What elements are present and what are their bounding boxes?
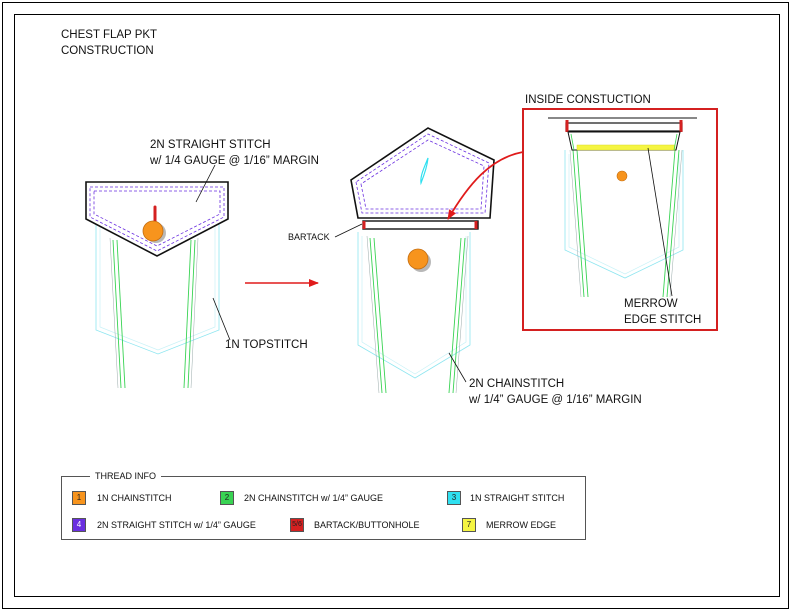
legend-swatch-2: 2 <box>220 491 234 505</box>
legend-title: THREAD INFO <box>90 470 162 482</box>
topstitch-leader <box>212 297 231 341</box>
chainstitch-label-line2: w/ 1/4” GAUGE @ 1/16” MARGIN <box>469 394 642 406</box>
left-pocket <box>85 181 229 389</box>
thread-info-legend: THREAD INFO 1 1N CHAINSTITCH 2 2N CHAINS… <box>61 470 586 540</box>
merrow-label-line1: MERROW <box>624 298 678 310</box>
bartack-label: BARTACK <box>288 232 330 242</box>
straight-stitch-label-line1: 2N STRAIGHT STITCH <box>150 139 271 151</box>
legend-label-4: 2N STRAIGHT STITCH w/ 1/4” GAUGE <box>97 520 256 530</box>
title-line2: CONSTRUCTION <box>61 45 154 57</box>
inside-construction-label: INSIDE CONSTUCTION <box>525 94 651 106</box>
legend-swatch-5: 5/6 <box>290 518 304 532</box>
title-line1: CHEST FLAP PKT <box>61 29 158 41</box>
inside-detail-arrow <box>447 151 524 220</box>
middle-pocket <box>350 127 495 394</box>
inside-construction-box <box>522 108 718 331</box>
inside-pocket <box>548 117 697 298</box>
legend-label-7: MERROW EDGE <box>486 520 557 530</box>
inner-frame <box>14 14 780 597</box>
merrow-leader <box>647 147 673 297</box>
legend-label-3: 1N STRAIGHT STITCH <box>470 493 565 503</box>
legend-label-2: 2N CHAINSTITCH w/ 1/4” GAUGE <box>244 493 384 503</box>
straight-stitch-leader <box>195 164 216 203</box>
merrow-label-line2: EDGE STITCH <box>624 314 702 326</box>
straight-stitch-label-line2: w/ 1/4 GAUGE @ 1/16” MARGIN <box>150 155 319 167</box>
bartack-leader <box>334 223 363 238</box>
chainstitch-leader <box>448 352 467 383</box>
legend-label-1: 1N CHAINSTITCH <box>97 493 172 503</box>
legend-swatch-7: 7 <box>462 518 476 532</box>
legend-swatch-3: 3 <box>447 491 461 505</box>
topstitch-label: 1N TOPSTITCH <box>225 339 308 351</box>
chainstitch-label-line1: 2N CHAINSTITCH <box>469 378 565 390</box>
legend-swatch-4: 4 <box>72 518 86 532</box>
legend-swatch-1: 1 <box>72 491 86 505</box>
legend-label-5: BARTACK/BUTTONHOLE <box>314 520 420 530</box>
